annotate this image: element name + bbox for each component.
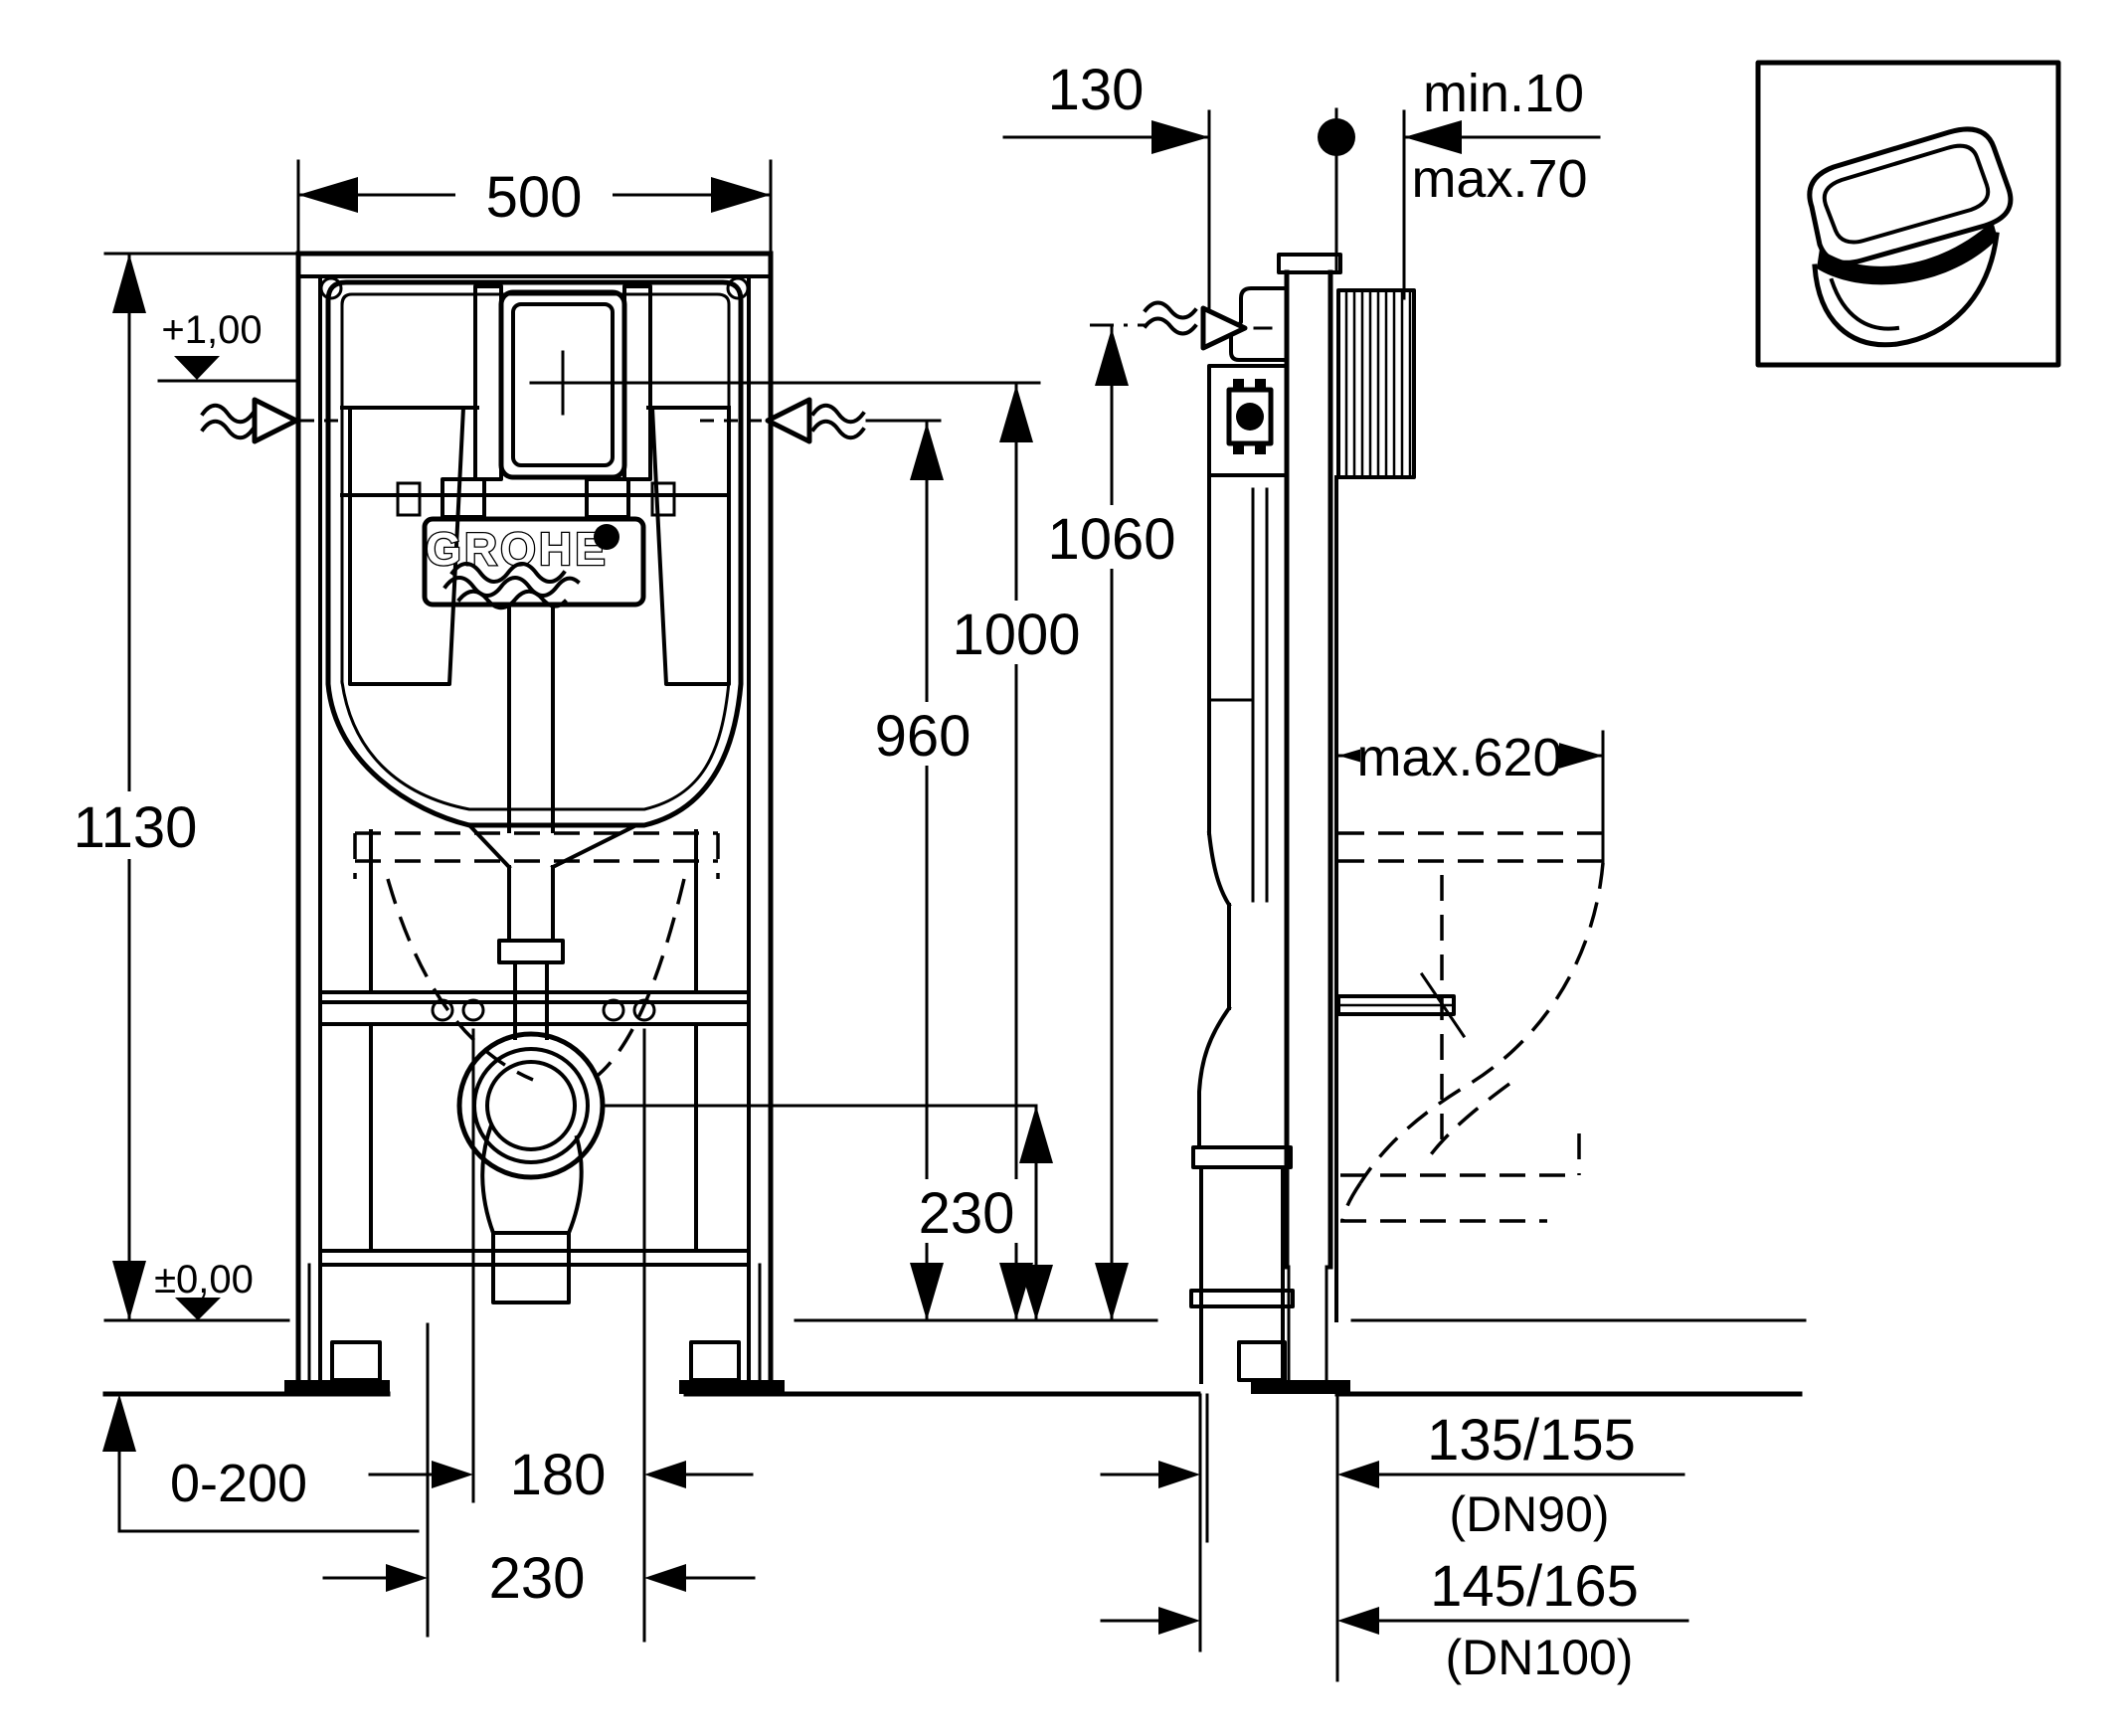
water-level-arrow-right <box>765 397 942 444</box>
level-triangle-icon <box>175 1298 221 1320</box>
flow-arrow-icon <box>765 397 812 444</box>
dim-label-bowl-depth: max.620 <box>1356 728 1562 787</box>
valve-port-icon <box>1236 403 1264 431</box>
level-label-upper: +1,00 <box>161 308 262 352</box>
dim-bowl-depth: max.620 <box>1336 718 1605 865</box>
dim-floor-buildup: 0-200 <box>102 1394 420 1533</box>
wall-reference <box>1318 107 1355 272</box>
pipe-clamp <box>1191 1145 1293 1169</box>
wall-hatch-block <box>1336 288 1416 479</box>
wave-icon <box>1143 300 1198 320</box>
pictogram-box <box>1755 60 2061 368</box>
level-label-floor: ±0,00 <box>154 1258 254 1302</box>
foot-block-side <box>1237 1340 1287 1382</box>
drain-socket-mid <box>472 1047 590 1164</box>
front-view-bowl-dashed <box>353 831 720 1082</box>
foot-plate-right <box>679 1380 785 1394</box>
dim-label-1000: 1000 <box>952 603 1080 667</box>
logo-wave-icon <box>449 562 567 584</box>
side-view-bowl-dashed <box>1338 831 1605 1223</box>
level-marker-plus100: +1,00 <box>157 308 296 383</box>
dim-label-960: 960 <box>875 704 972 769</box>
valve-fixture <box>1226 387 1274 446</box>
dim-label-dn90: 135/155 <box>1427 1408 1636 1473</box>
flush-pipe-collar <box>497 939 565 964</box>
dim-label-180: 180 <box>510 1443 607 1507</box>
dim-drain-offsets: 135/155 (DN90) 145/165 (DN100) <box>1100 1393 1689 1685</box>
corner-screw-right-icon <box>726 276 750 300</box>
dim-label-dn100: 145/165 <box>1430 1554 1639 1619</box>
toilet-pictogram <box>1755 60 2061 368</box>
toilet-rim-band <box>1817 221 1998 285</box>
dim-bolt-spacing-180: 180 <box>368 1028 754 1643</box>
dim-label-floor-buildup: 0-200 <box>170 1454 307 1513</box>
dim-note-dn90: (DN90) <box>1449 1486 1609 1542</box>
dim-label-finish-max: max.70 <box>1411 149 1587 209</box>
flush-window-inner <box>511 302 615 467</box>
front-view-drain <box>456 603 1038 1304</box>
fixing-bolt-icon <box>461 998 485 1022</box>
window-tab <box>396 481 422 517</box>
level-triangle-icon <box>174 356 220 380</box>
logo-dot-icon <box>594 524 619 550</box>
dim-label-finish-min: min.10 <box>1423 64 1584 123</box>
dim-wall-finish: min.10 max.70 <box>1402 64 1601 300</box>
dim-label-outlet-height: 230 <box>919 1181 1015 1246</box>
water-inlet-arrow-left <box>200 397 299 444</box>
dim-frame-depth-130: 130 <box>1002 58 1211 312</box>
brand-plate: GROHE <box>422 516 646 610</box>
insert-left <box>348 406 465 686</box>
window-support <box>585 477 630 519</box>
corner-screw-left-icon <box>319 276 343 300</box>
dim-label-height: 1130 <box>74 795 198 860</box>
dim-note-dn100: (DN100) <box>1446 1630 1634 1685</box>
drain-socket-outer <box>456 1031 606 1180</box>
dim-label-depth: 130 <box>1048 58 1145 122</box>
foot-block-right <box>689 1340 741 1382</box>
flow-arrow-icon <box>1200 305 1248 351</box>
foot-plate-left <box>284 1380 390 1394</box>
front-view-frame <box>284 251 785 1394</box>
wall-reference-dot-icon <box>1318 118 1355 156</box>
dim-label-230: 230 <box>489 1546 586 1611</box>
window-bracket-left <box>473 284 503 481</box>
drain-socket-inner <box>485 1060 577 1151</box>
dim-heights: 960 1000 1060 230 <box>855 323 1191 1322</box>
dim-label-1060: 1060 <box>1047 507 1175 572</box>
side-view <box>1143 253 1605 1394</box>
window-tab <box>650 481 676 517</box>
connection-box <box>1207 364 1289 477</box>
wave-icon <box>810 403 866 425</box>
rail-cap <box>1277 253 1342 274</box>
front-view-cistern <box>300 279 1041 828</box>
flow-arrow-icon <box>252 397 299 444</box>
foot-block-left <box>330 1340 382 1382</box>
window-support <box>441 477 486 519</box>
fixing-bolt-icon <box>632 998 656 1022</box>
fixing-bolt-icon <box>602 998 625 1022</box>
dim-width-500: 500 <box>296 157 773 256</box>
dim-height-1130: 1130 <box>66 252 300 1322</box>
flush-window-frame <box>498 289 627 480</box>
outlet-stub <box>491 1231 571 1304</box>
dim-label-width: 500 <box>486 165 583 230</box>
toilet-body <box>1812 232 2000 348</box>
foot-plate-side <box>1251 1380 1350 1394</box>
wave-icon <box>200 403 256 425</box>
level-marker-zero: ±0,00 <box>154 1258 254 1320</box>
dim-pipe-spacing-230: 230 <box>322 1322 756 1638</box>
insert-right <box>650 406 731 686</box>
pipe-collar <box>1189 1289 1295 1308</box>
